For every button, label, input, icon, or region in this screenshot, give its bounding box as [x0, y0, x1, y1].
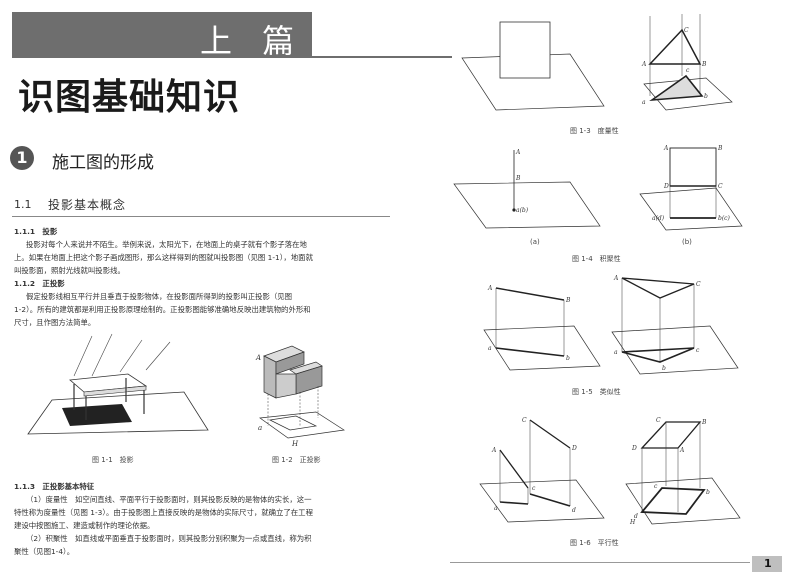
para-1-1-2-line3: 尺寸，且作图方法简单。	[14, 318, 96, 327]
svg-text:d: d	[572, 507, 576, 514]
figure-1-4b-drawing: A B D C a(d) b(c)	[639, 145, 743, 231]
part-banner-text: 上 篇	[200, 22, 305, 60]
svg-text:D: D	[631, 445, 637, 452]
figure-1-4b-label: (b)	[682, 238, 692, 246]
svg-text:C: C	[696, 281, 701, 288]
svg-text:c: c	[654, 483, 658, 490]
svg-text:H: H	[291, 440, 299, 448]
part-banner	[12, 12, 312, 58]
svg-text:C: C	[656, 417, 661, 424]
figure-1-1-caption: 图 1-1 投影	[92, 456, 134, 464]
svg-text:A: A	[679, 447, 685, 454]
para-1-1-3-line1: （1）度量性 如空间直线、平面平行于投影面时，则其投影反映的是物体的实长，这一	[26, 495, 312, 504]
svg-text:b(c): b(c)	[718, 215, 731, 222]
para-1-1-3-line3: 建设中按图施工、建造或制作的理论依据。	[14, 521, 155, 530]
svg-text:A: A	[641, 61, 647, 68]
svg-text:a(b): a(b)	[516, 207, 529, 214]
figure-1-5-triangle-drawing: A C a b c	[611, 275, 739, 375]
figure-1-2-drawing: A a H	[255, 345, 345, 448]
svg-text:c: c	[532, 485, 536, 492]
heading-1-1-3: 1.1.3 正投影基本特征	[14, 482, 95, 491]
svg-text:b: b	[706, 489, 710, 496]
subsection-rule	[12, 216, 390, 217]
heading-1-1-2: 1.1.2 正投影	[14, 279, 65, 288]
figure-1-6-caption: 图 1-6 平行性	[570, 539, 619, 547]
svg-text:C: C	[684, 27, 689, 34]
svg-text:A: A	[255, 354, 261, 362]
svg-text:C: C	[718, 183, 723, 190]
svg-text:c: c	[686, 67, 690, 74]
svg-text:A: A	[487, 285, 493, 292]
chapter-title: 识图基础知识	[18, 77, 241, 118]
svg-text:B: B	[717, 145, 723, 152]
figure-1-2-caption: 图 1-2 正投影	[272, 456, 321, 464]
page-number-box	[752, 556, 782, 572]
svg-text:a: a	[258, 424, 262, 432]
para-1-1-3-line4: （2）积聚性 如直线或平面垂直于投影面时，则其投影分别积聚为一点或直线，称为积	[26, 534, 312, 543]
subsection-title: 投影基本概念	[48, 198, 127, 212]
page-number: 1	[764, 557, 772, 570]
footer-rule	[450, 562, 750, 563]
banner-rule	[312, 56, 452, 58]
svg-text:D: D	[663, 183, 669, 190]
figure-1-6-square-drawing: C B D A c b d H	[625, 417, 741, 526]
subsection-number: 1.1	[14, 198, 32, 211]
svg-text:H: H	[629, 519, 636, 526]
para-1-1-3-line2: 特性称为度量性（见图 1-3）。由于投影图上直接反映的是物体的实际尺寸，就确立了…	[14, 508, 313, 517]
svg-text:c: c	[696, 347, 700, 354]
svg-text:B: B	[701, 419, 707, 426]
figure-1-5-line-drawing: A B a b	[483, 285, 601, 371]
svg-text:a: a	[642, 99, 646, 106]
svg-text:D: D	[571, 445, 577, 452]
svg-text:a: a	[614, 349, 618, 356]
para-1-1-1-line3: 叫投影面，照射光线就叫投影线。	[14, 266, 125, 275]
svg-text:A: A	[515, 149, 521, 156]
svg-text:A: A	[613, 275, 619, 282]
figure-1-5-caption: 图 1-5 类似性	[572, 388, 621, 396]
para-1-1-1-line1: 投影对每个人来说并不陌生。举例来说，太阳光下，在地面上的桌子就有个影子落在地	[26, 240, 307, 249]
para-1-1-3-line5: 聚性（见图1-4）。	[14, 547, 75, 556]
svg-text:B: B	[515, 175, 521, 182]
figure-1-4a-drawing: A B a(b)	[453, 149, 601, 229]
svg-text:A: A	[491, 447, 497, 454]
figure-1-1-drawing	[27, 333, 209, 435]
svg-text:B: B	[701, 61, 707, 68]
figure-1-4a-label: (a)	[530, 238, 540, 246]
figure-1-3-caption: 图 1-3 度量性	[570, 127, 619, 135]
svg-text:d: d	[634, 513, 638, 520]
svg-text:b: b	[662, 365, 666, 372]
svg-text:A: A	[663, 145, 669, 152]
figure-1-4-caption: 图 1-4 积聚性	[572, 255, 621, 263]
figure-1-3-triangle-drawing: A C B a c b	[641, 14, 733, 111]
svg-text:a: a	[494, 505, 498, 512]
para-1-1-2-line2: 1-2）。所有的建筑都是利用正投影原理绘制的。正投影图能够准确地反映出建筑物的外…	[14, 305, 311, 314]
para-1-1-2-line1: 假定投影线相互平行并且垂直于投影物体，在投影面所得到的投影叫正投影（见图	[26, 292, 293, 301]
svg-text:a(d): a(d)	[652, 215, 665, 222]
svg-text:b: b	[704, 93, 708, 100]
para-1-1-1-line2: 上。如果在地面上把这个影子画成图形，那么这样得到的图就叫投影图（见图 1-1），…	[14, 253, 313, 262]
figure-1-6-lines-drawing: A C D a c d	[479, 417, 605, 523]
figure-1-3-plane-drawing	[461, 21, 605, 111]
section-number-badge: 1	[10, 146, 34, 170]
svg-text:C: C	[522, 417, 527, 424]
svg-text:b: b	[566, 355, 570, 362]
heading-1-1-1: 1.1.1 投影	[14, 227, 58, 236]
section-title: 施工图的形成	[52, 153, 154, 173]
svg-text:B: B	[565, 297, 571, 304]
svg-text:a: a	[488, 345, 492, 352]
